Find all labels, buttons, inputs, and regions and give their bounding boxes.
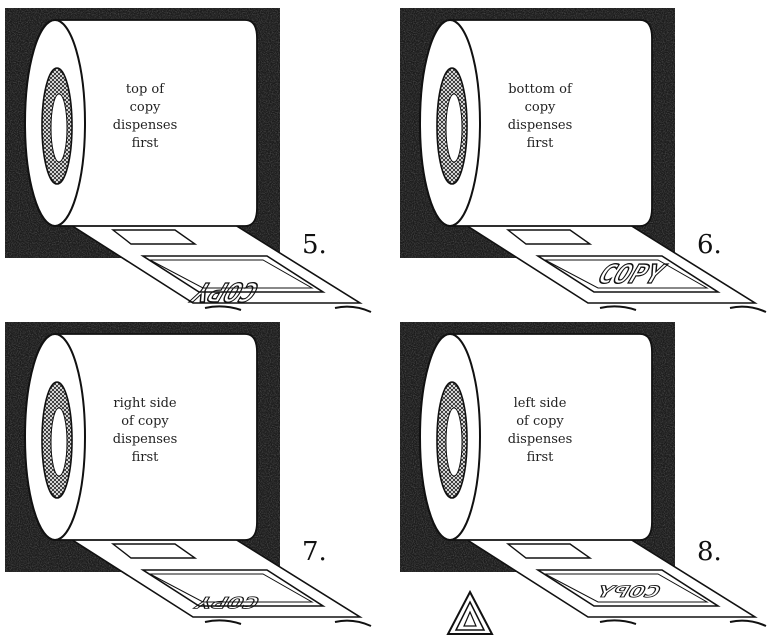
panel-number: 8. xyxy=(697,537,722,567)
panel-3: right side of copy dispenses first COPY … xyxy=(5,322,371,626)
roll-line: right side xyxy=(113,396,177,411)
panel-4: left side of copy dispenses first COPY 8… xyxy=(400,322,766,626)
roll-line: copy xyxy=(525,100,556,115)
roll-line: first xyxy=(132,136,160,151)
copy-word: COPY xyxy=(592,583,666,601)
roll-line: dispenses xyxy=(508,118,573,133)
panel-number: 7. xyxy=(302,537,327,567)
roll-line: dispenses xyxy=(113,432,178,447)
warning-triangle-icon xyxy=(448,592,492,634)
roll-line: left side xyxy=(514,396,567,411)
roll-line: copy xyxy=(130,100,161,115)
roll-line: first xyxy=(527,136,555,151)
roll-line: of copy xyxy=(516,414,564,429)
panel-number: 5. xyxy=(302,230,327,260)
roll-line: dispenses xyxy=(508,432,573,447)
panel-2: bottom of copy dispenses first COPY 6. xyxy=(400,8,766,312)
roll-line: dispenses xyxy=(113,118,178,133)
roll-line: first xyxy=(527,450,555,465)
roll-line: top of xyxy=(126,82,165,97)
panel-1: top of copy dispenses first COPY 5. xyxy=(5,8,371,312)
copy-word: COPY xyxy=(191,593,265,611)
roll-line: first xyxy=(132,450,160,465)
panel-number: 6. xyxy=(697,230,722,260)
roll-line: of copy xyxy=(121,414,169,429)
roll-line: bottom of xyxy=(508,82,573,97)
